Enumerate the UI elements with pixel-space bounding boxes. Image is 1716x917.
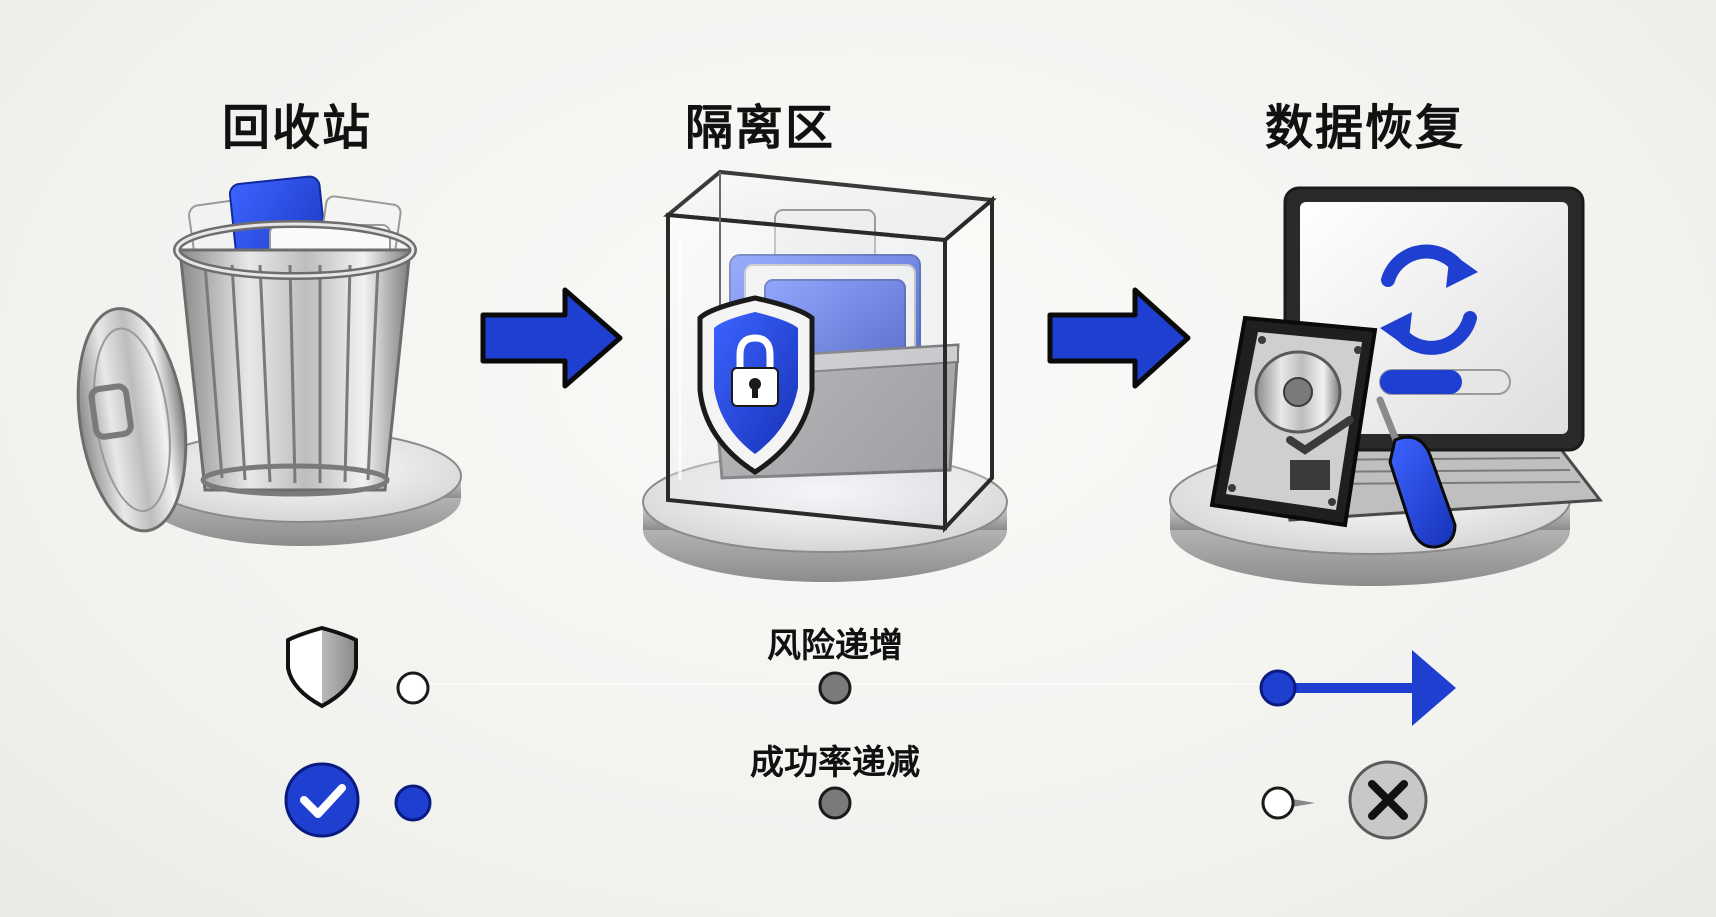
risk-arrow-head <box>1412 650 1456 726</box>
risk-node-low <box>396 671 430 705</box>
data-recovery-laptop-icon <box>1209 186 1603 549</box>
success-node-mid <box>818 786 852 820</box>
screwdriver-icon <box>1376 396 1457 549</box>
success-node-high <box>394 784 432 822</box>
arrow-right-icon <box>1047 287 1191 389</box>
recovery-progress-bar <box>1379 369 1511 395</box>
data-recovery-illustration <box>1169 186 1603 586</box>
risk-track-label: 风险递增 <box>767 626 903 666</box>
arrow-right-icon <box>480 287 623 389</box>
hard-drive-icon <box>1209 315 1378 528</box>
checkmark-icon <box>284 762 360 838</box>
recycle-bin-illustration <box>76 175 462 546</box>
stage-title-quarantine: 隔离区 <box>684 100 835 156</box>
risk-node-high <box>1259 669 1297 707</box>
success-track <box>284 760 1428 840</box>
quarantine-box-icon <box>662 169 997 534</box>
shield-icon <box>286 625 358 709</box>
quarantine-box-illustration <box>642 169 1008 582</box>
trash-can-icon <box>76 220 417 533</box>
shield-lock-icon <box>697 295 815 475</box>
x-mark-icon <box>1348 760 1428 840</box>
success-node-low <box>1261 786 1295 820</box>
stage-title-recycle-bin: 回收站 <box>221 100 372 156</box>
risk-track <box>286 625 1456 726</box>
success-track-label: 成功率递减 <box>750 743 920 783</box>
stage-title-data-recovery: 数据恢复 <box>1264 100 1465 156</box>
risk-node-mid <box>818 671 852 705</box>
